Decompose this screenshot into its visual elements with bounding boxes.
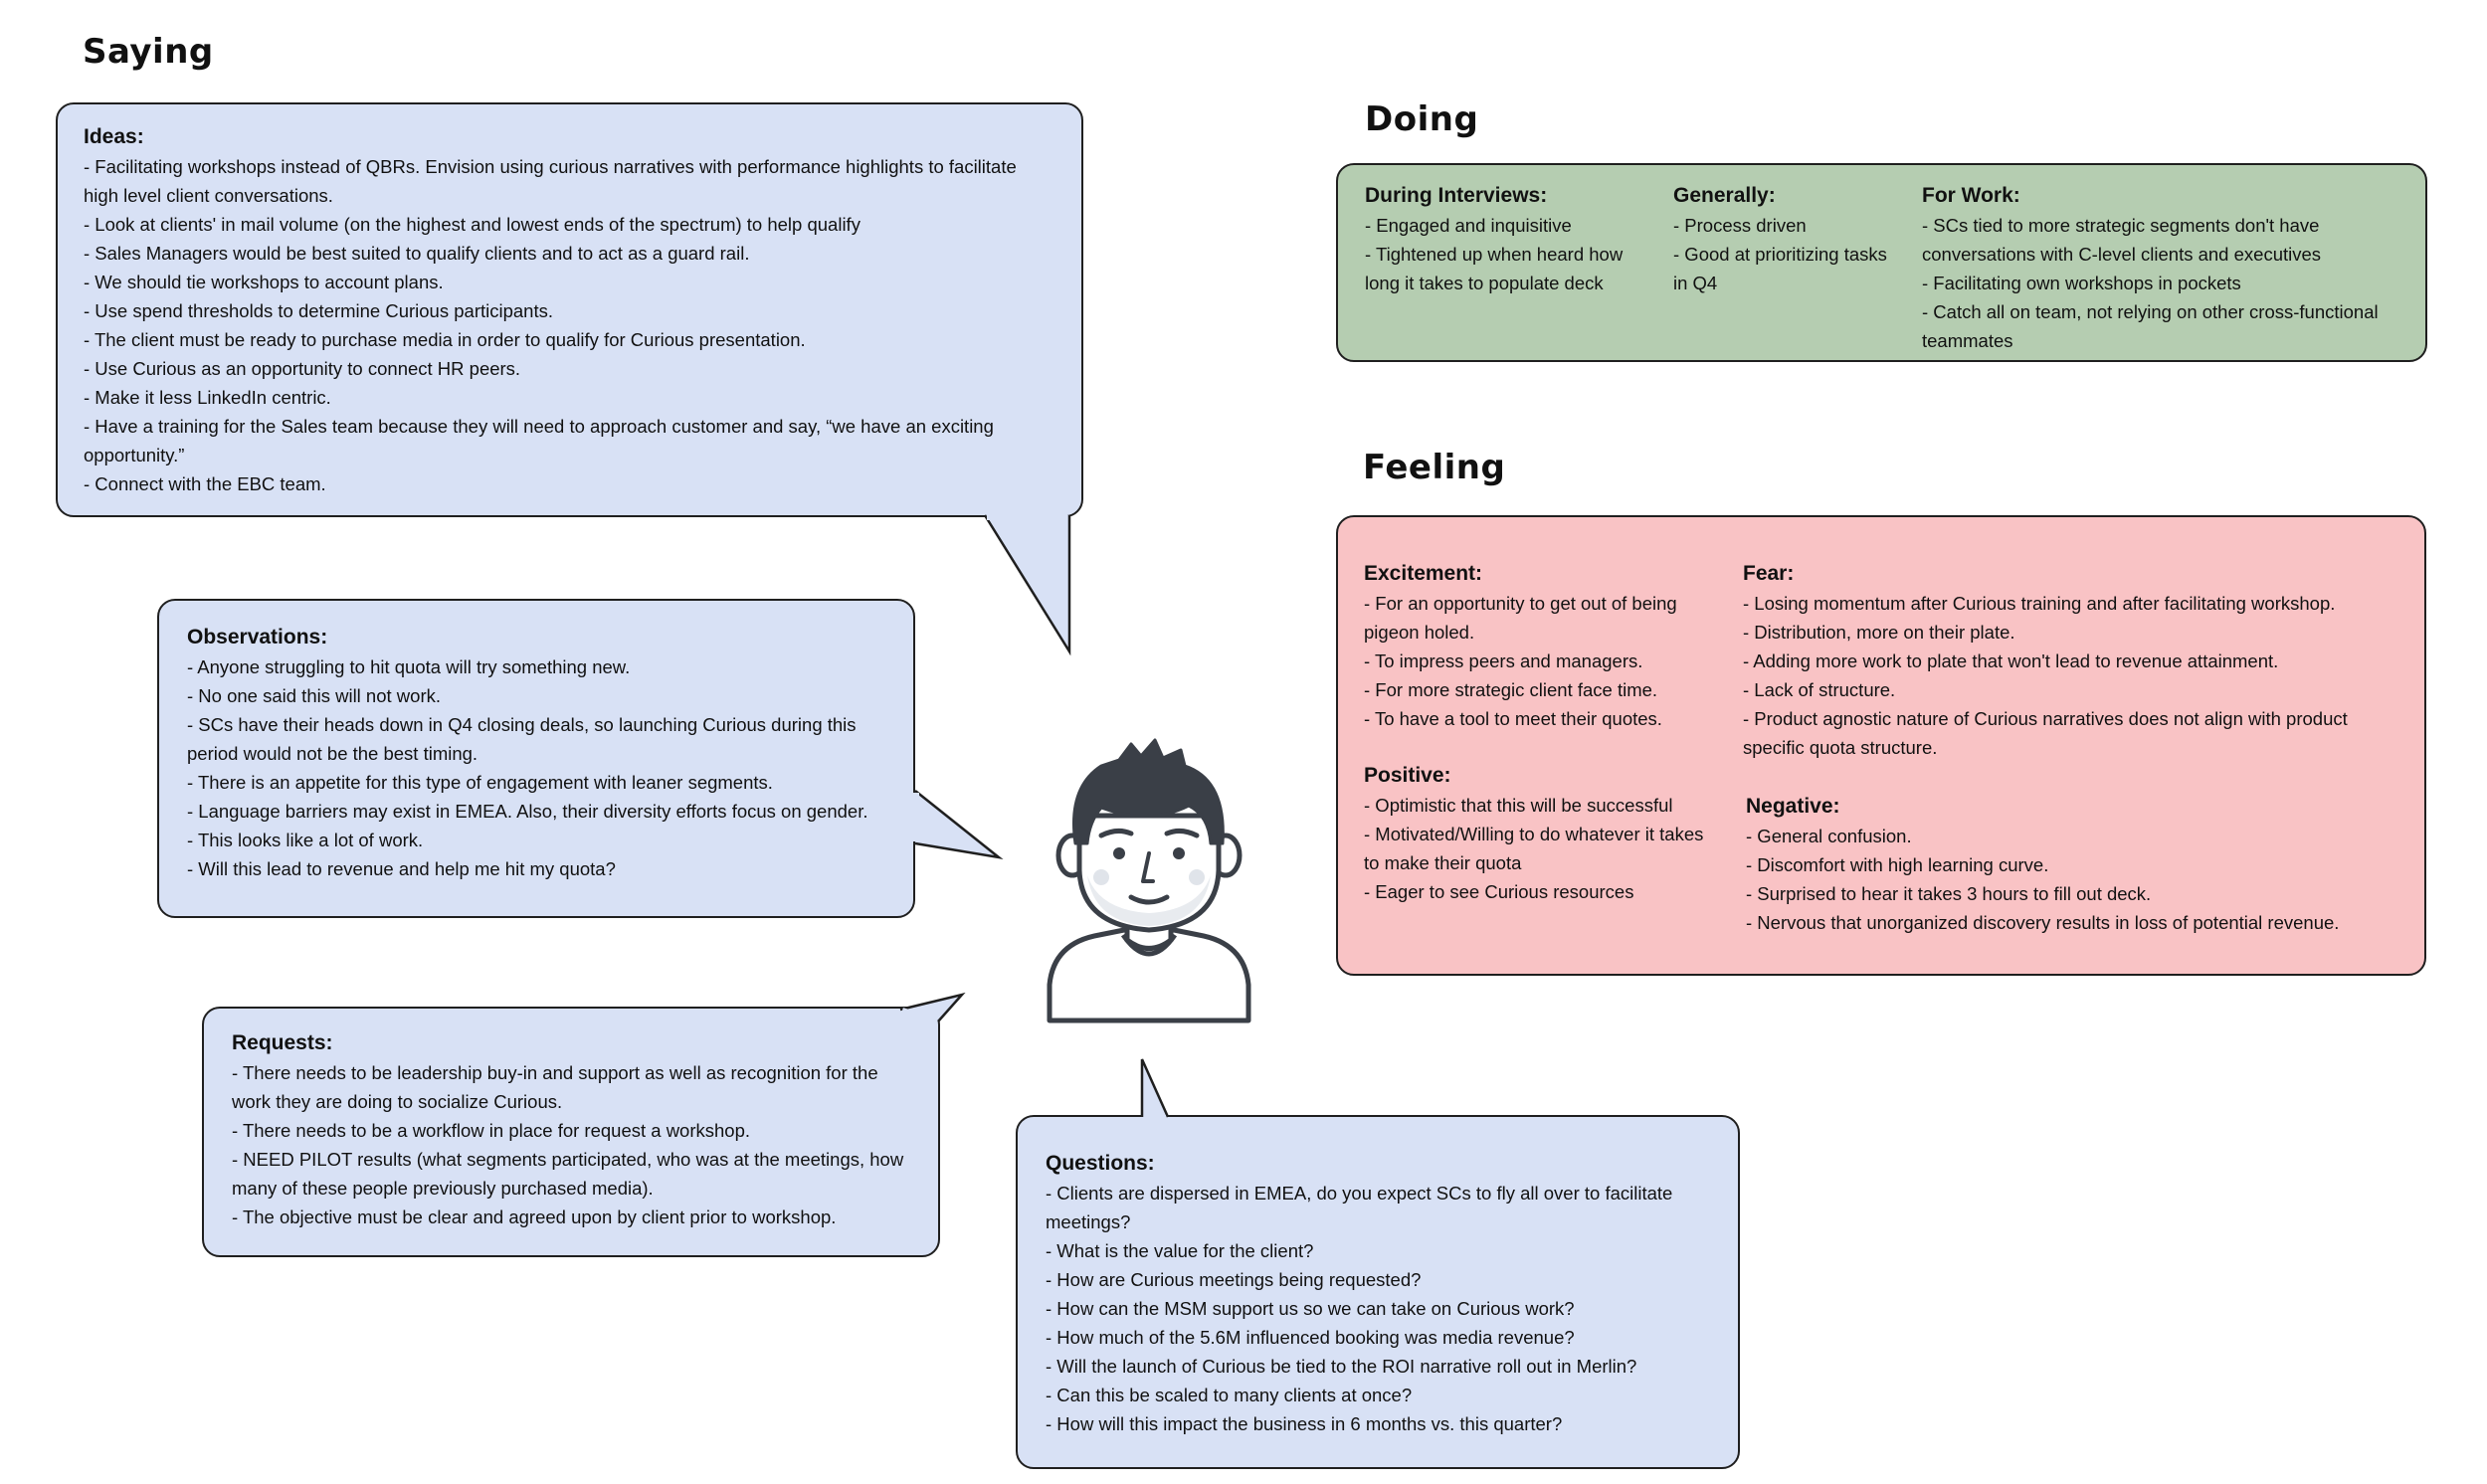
saying-heading: Saying [83, 32, 214, 72]
list-item: - Will this lead to revenue and help me … [187, 858, 616, 879]
list-item: - Optimistic that this will be successfu… [1364, 795, 1673, 816]
list-item: - To have a tool to meet their quotes. [1364, 708, 1662, 729]
ideas-title: Ideas: [84, 125, 144, 148]
list-item: - Tightened up when heard how long it ta… [1365, 244, 1624, 293]
list-item: - General confusion. [1746, 826, 1912, 846]
list-item: - Will the launch of Curious be tied to … [1046, 1356, 1637, 1377]
list-item: - Use spend thresholds to determine Curi… [84, 300, 553, 321]
list-item: - Process driven [1673, 215, 1807, 236]
ideas-bubble-tail [983, 514, 1071, 656]
list-item: - There is an appetite for this type of … [187, 772, 773, 793]
list-item: - Nervous that unorganized discovery res… [1746, 912, 2340, 933]
person-avatar-icon [1047, 738, 1251, 1023]
list-item: - Use Curious as an opportunity to conne… [84, 358, 521, 379]
feeling-positive-title: Positive: [1364, 764, 1451, 787]
list-item: - What is the value for the client? [1046, 1240, 1314, 1261]
list-item: - There needs to be leadership buy-in an… [232, 1062, 878, 1112]
doing-work-title: For Work: [1922, 184, 2020, 207]
questions-title: Questions: [1046, 1152, 1155, 1175]
doing-generally: Generally: - Process driven - Good at pri… [1673, 181, 1892, 297]
list-item: - Facilitating own workshops in pockets [1922, 273, 2241, 293]
feeling-excitement-list: - For an opportunity to get out of being… [1364, 589, 1707, 733]
doing-generally-title: Generally: [1673, 184, 1776, 207]
list-item: - Losing momentum after Curious training… [1743, 593, 2336, 614]
list-item: - Have a training for the Sales team bec… [84, 416, 994, 465]
list-item: - Connect with the EBC team. [84, 473, 326, 494]
list-item: - We should tie workshops to account pla… [84, 272, 444, 292]
feeling-excitement-title: Excitement: [1364, 562, 1483, 585]
doing-during-title: During Interviews: [1365, 184, 1548, 207]
list-item: - Product agnostic nature of Curious nar… [1743, 708, 2348, 758]
questions-bubble: Questions: - Clients are dispersed in EM… [1016, 1115, 1740, 1469]
list-item: - Can this be scaled to many clients at … [1046, 1385, 1413, 1405]
feeling-negative: Negative: - General confusion. - Discomfo… [1746, 792, 2402, 937]
list-item: - Motivated/Willing to do whatever it ta… [1364, 824, 1704, 873]
doing-for-work: For Work: - SCs tied to more strategic s… [1922, 181, 2409, 355]
list-item: - For more strategic client face time. [1364, 679, 1658, 700]
list-item: - Lack of structure. [1743, 679, 1896, 700]
list-item: - Eager to see Curious resources [1364, 881, 1634, 902]
list-item: - How are Curious meetings being request… [1046, 1269, 1422, 1290]
feeling-negative-list: - General confusion. - Discomfort with hi… [1746, 822, 2402, 937]
list-item: - Facilitating workshops instead of QBRs… [84, 156, 1017, 206]
questions-bubble-tail [1140, 1058, 1170, 1121]
list-item: - Surprised to hear it takes 3 hours to … [1746, 883, 2152, 904]
list-item: - SCs have their heads down in Q4 closin… [187, 714, 857, 764]
list-item: - Engaged and inquisitive [1365, 215, 1572, 236]
requests-list: - There needs to be leadership buy-in an… [232, 1058, 910, 1231]
feeling-box: Excitement: - For an opportunity to get … [1336, 515, 2426, 976]
list-item: - Make it less LinkedIn centric. [84, 387, 331, 408]
list-item: - Anyone struggling to hit quota will tr… [187, 656, 631, 677]
doing-during-list: - Engaged and inquisitive - Tightened up … [1365, 211, 1643, 297]
feeling-negative-title: Negative: [1746, 795, 1840, 818]
list-item: - Distribution, more on their plate. [1743, 622, 2015, 643]
list-item: - NEED PILOT results (what segments part… [232, 1149, 904, 1199]
requests-title: Requests: [232, 1031, 333, 1054]
questions-list: - Clients are dispersed in EMEA, do you … [1046, 1179, 1710, 1438]
feeling-positive-list: - Optimistic that this will be successfu… [1364, 791, 1707, 906]
list-item: - Adding more work to plate that won't l… [1743, 650, 2279, 671]
list-item: - The objective must be clear and agreed… [232, 1206, 837, 1227]
list-item: - Look at clients' in mail volume (on th… [84, 214, 861, 235]
list-item: - Clients are dispersed in EMEA, do you … [1046, 1183, 1673, 1232]
list-item: - Catch all on team, not relying on othe… [1922, 301, 2379, 351]
doing-heading: Doing [1365, 99, 1479, 139]
list-item: - SCs tied to more strategic segments do… [1922, 215, 2322, 265]
list-item: - To impress peers and managers. [1364, 650, 1643, 671]
list-item: - How much of the 5.6M influenced bookin… [1046, 1327, 1575, 1348]
list-item: - How will this impact the business in 6… [1046, 1413, 1563, 1434]
feeling-fear: Fear: - Losing momentum after Curious tr… [1743, 559, 2409, 762]
ideas-list: - Facilitating workshops instead of QBRs… [84, 152, 1055, 498]
list-item: - This looks like a lot of work. [187, 830, 424, 850]
observations-list: - Anyone struggling to hit quota will tr… [187, 652, 885, 883]
feeling-positive: Positive: - Optimistic that this will be… [1364, 761, 1707, 906]
feeling-excitement: Excitement: - For an opportunity to get … [1364, 559, 1707, 733]
doing-box: During Interviews: - Engaged and inquisi… [1336, 163, 2427, 362]
list-item: - The client must be ready to purchase m… [84, 329, 806, 350]
list-item: - Sales Managers would be best suited to… [84, 243, 750, 264]
observations-bubble-tail [913, 790, 1004, 860]
list-item: - There needs to be a workflow in place … [232, 1120, 751, 1141]
requests-bubble: Requests: - There needs to be leadership… [202, 1007, 940, 1257]
doing-work-list: - SCs tied to more strategic segments do… [1922, 211, 2409, 355]
list-item: - Language barriers may exist in EMEA. A… [187, 801, 868, 822]
list-item: - Good at prioritizing tasks in Q4 [1673, 244, 1887, 293]
ideas-bubble: Ideas: - Facilitating workshops instead … [56, 102, 1083, 517]
list-item: - How can the MSM support us so we can t… [1046, 1298, 1575, 1319]
list-item: - No one said this will not work. [187, 685, 441, 706]
doing-generally-list: - Process driven - Good at prioritizing t… [1673, 211, 1892, 297]
observations-title: Observations: [187, 626, 328, 649]
observations-bubble: Observations: - Anyone struggling to hit… [157, 599, 915, 918]
feeling-fear-list: - Losing momentum after Curious training… [1743, 589, 2409, 762]
feeling-fear-title: Fear: [1743, 562, 1795, 585]
requests-bubble-tail [899, 992, 966, 1023]
list-item: - For an opportunity to get out of being… [1364, 593, 1677, 643]
feeling-heading: Feeling [1363, 448, 1506, 487]
doing-during-interviews: During Interviews: - Engaged and inquisi… [1365, 181, 1643, 297]
list-item: - Discomfort with high learning curve. [1746, 854, 2049, 875]
